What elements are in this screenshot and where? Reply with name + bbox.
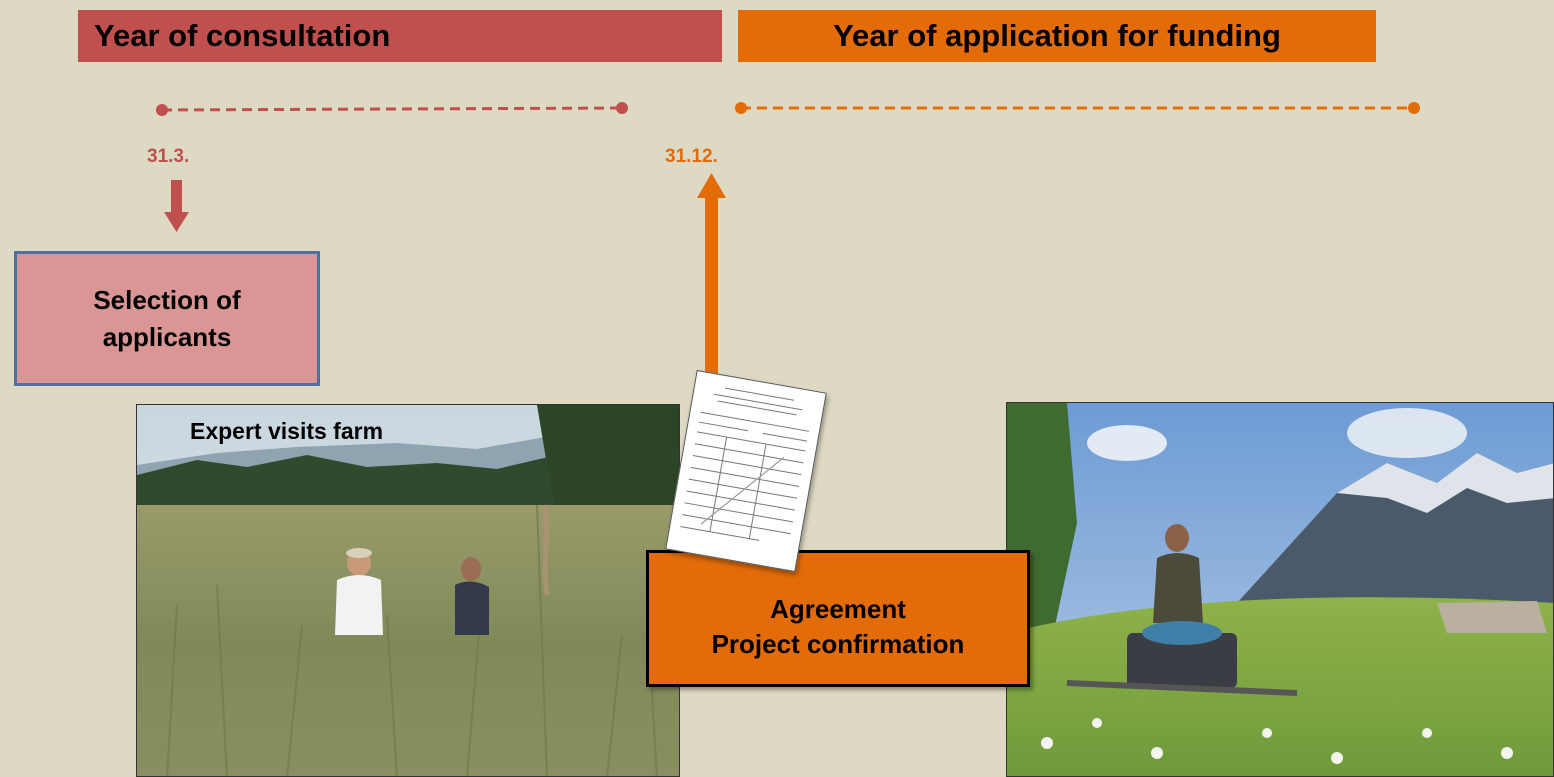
document-icon [665,369,827,573]
funding-year-label: Year of application for funding [833,18,1281,53]
selection-of-applicants-box: Selection of applicants [14,251,320,386]
funding-year-banner: Year of application for funding [738,10,1376,62]
arrow-down-icon [164,180,189,232]
funding-deadline-date: 31.12. [665,146,718,167]
agreement-line-2: Project confirmation [711,628,965,659]
consultation-timeline-line [156,102,628,116]
expert-visit-caption: Expert visits farm [190,418,384,444]
arrow-up-icon [697,173,726,381]
agreement-project-confirmation-box: Agreement Project confirmation [646,550,1030,687]
consultation-deadline-date: 31.3. [147,146,190,167]
selection-line-1: Selection of [93,285,241,316]
selection-line-2: applicants [102,321,232,352]
funding-timeline-line [735,102,1420,114]
consultation-year-label: Year of consultation [94,18,391,53]
consultation-year-banner: Year of consultation [78,10,722,62]
meadow-mowing-photo [1006,402,1554,777]
expert-visit-photo [136,404,680,777]
agreement-line-1: Agreement [770,593,906,624]
